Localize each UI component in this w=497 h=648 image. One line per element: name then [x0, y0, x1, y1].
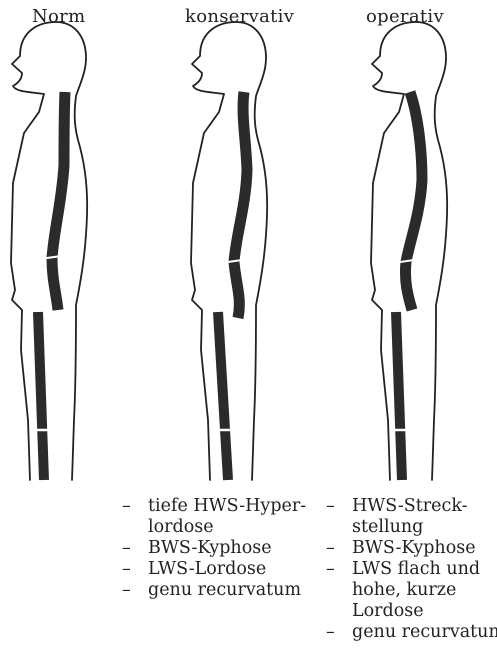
spine-konservativ: [234, 92, 247, 318]
note-item: –tiefe HWS-Hyper-lordose: [118, 496, 318, 538]
bullet-dash: –: [122, 496, 131, 517]
leg-bar-norm: [38, 312, 44, 480]
notes-konservativ: –tiefe HWS-Hyper-lordose –BWS-Kyphose –L…: [118, 496, 318, 601]
spine-norm: [52, 92, 65, 310]
note-item: –genu recurvatum: [322, 622, 497, 643]
leg-bar-operativ: [396, 312, 402, 480]
outline-konservativ: [191, 22, 267, 480]
bullet-dash: –: [326, 559, 335, 580]
note-item: –LWS-Lordose: [118, 559, 318, 580]
note-item: –HWS-Streck-stellung: [322, 496, 497, 538]
bullet-dash: –: [326, 622, 335, 643]
figure-konservativ: [191, 22, 267, 480]
note-text: BWS-Kyphose: [352, 538, 497, 559]
note-text: genu recurvatum: [148, 580, 318, 601]
note-text: LWS flach und hohe, kurze Lordose: [352, 559, 497, 622]
bullet-dash: –: [326, 538, 335, 559]
note-text: HWS-Streck-stellung: [352, 496, 497, 538]
notes-operativ: –HWS-Streck-stellung –BWS-Kyphose –LWS f…: [322, 496, 497, 643]
leg-bar-konservativ: [218, 312, 228, 480]
bullet-dash: –: [122, 580, 131, 601]
spine-operativ: [405, 92, 422, 310]
bullet-dash: –: [326, 496, 335, 517]
figure-operativ: [371, 22, 447, 480]
note-text: genu recurvatum: [352, 622, 497, 643]
note-text: BWS-Kyphose: [148, 538, 318, 559]
note-item: –BWS-Kyphose: [322, 538, 497, 559]
bullet-dash: –: [122, 538, 131, 559]
note-text: tiefe HWS-Hyper-lordose: [148, 496, 318, 538]
note-item: –genu recurvatum: [118, 580, 318, 601]
note-item: –LWS flach und hohe, kurze Lordose: [322, 559, 497, 622]
note-text: LWS-Lordose: [148, 559, 318, 580]
figure-norm: [11, 22, 87, 480]
bullet-dash: –: [122, 559, 131, 580]
note-item: –BWS-Kyphose: [118, 538, 318, 559]
